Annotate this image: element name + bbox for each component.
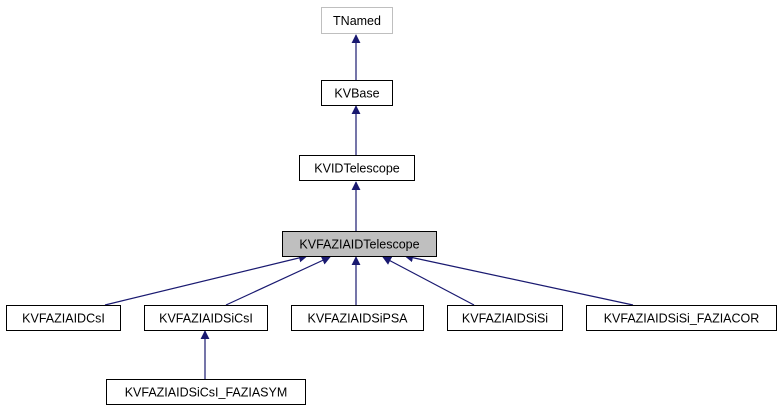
edges bbox=[104, 34, 634, 379]
node-kvbase[interactable]: KVBase bbox=[321, 80, 393, 106]
node-kvfaziaidsipsa[interactable]: KVFAZIAIDSiPSA bbox=[291, 305, 424, 331]
edge-kvfaziaidsisi-faziacor-to-kvfaziaidtelescope bbox=[404, 253, 634, 306]
node-kvfaziaidsicsi-faziasym[interactable]: KVFAZIAIDSiCsI_FAZIASYM bbox=[106, 379, 306, 405]
edge-kvfaziaidcsi-to-kvfaziaidtelescope bbox=[104, 253, 308, 306]
node-kvfaziaidsisi-faziacor[interactable]: KVFAZIAIDSiSi_FAZIACOR bbox=[586, 305, 777, 331]
node-kvfaziaidcsi[interactable]: KVFAZIAIDCsI bbox=[6, 305, 121, 331]
node-kvfaziaidsipsa-label: KVFAZIAIDSiPSA bbox=[307, 312, 408, 326]
node-kvfaziaidtelescope[interactable]: KVFAZIAIDTelescope bbox=[282, 231, 437, 257]
node-kvfaziaidtelescope-label: KVFAZIAIDTelescope bbox=[299, 238, 419, 252]
node-kvidtelescope[interactable]: KVIDTelescope bbox=[299, 155, 415, 181]
node-kvfaziaidsisi-faziacor-label: KVFAZIAIDSiSi_FAZIACOR bbox=[604, 312, 760, 326]
node-kvfaziaidsisi[interactable]: KVFAZIAIDSiSi bbox=[447, 305, 563, 331]
node-kvfaziaidsisi-label: KVFAZIAIDSiSi bbox=[462, 312, 548, 326]
node-kvfaziaidsicsi-label: KVFAZIAIDSiCsI bbox=[159, 312, 253, 326]
edge-kvfaziaidsisi-to-kvfaziaidtelescope bbox=[382, 256, 475, 306]
node-tnamed-label: TNamed bbox=[333, 14, 381, 28]
node-kvfaziaidcsi-label: KVFAZIAIDCsI bbox=[22, 312, 105, 326]
node-kvbase-label: KVBase bbox=[334, 87, 379, 101]
node-kvfaziaidsicsi-faziasym-label: KVFAZIAIDSiCsI_FAZIASYM bbox=[125, 386, 288, 400]
node-tnamed[interactable]: TNamed bbox=[321, 7, 393, 34]
edge-kvfaziaidsicsi-to-kvfaziaidtelescope bbox=[225, 256, 331, 306]
node-kvfaziaidsicsi[interactable]: KVFAZIAIDSiCsI bbox=[144, 305, 268, 331]
node-kvidtelescope-label: KVIDTelescope bbox=[314, 162, 400, 176]
